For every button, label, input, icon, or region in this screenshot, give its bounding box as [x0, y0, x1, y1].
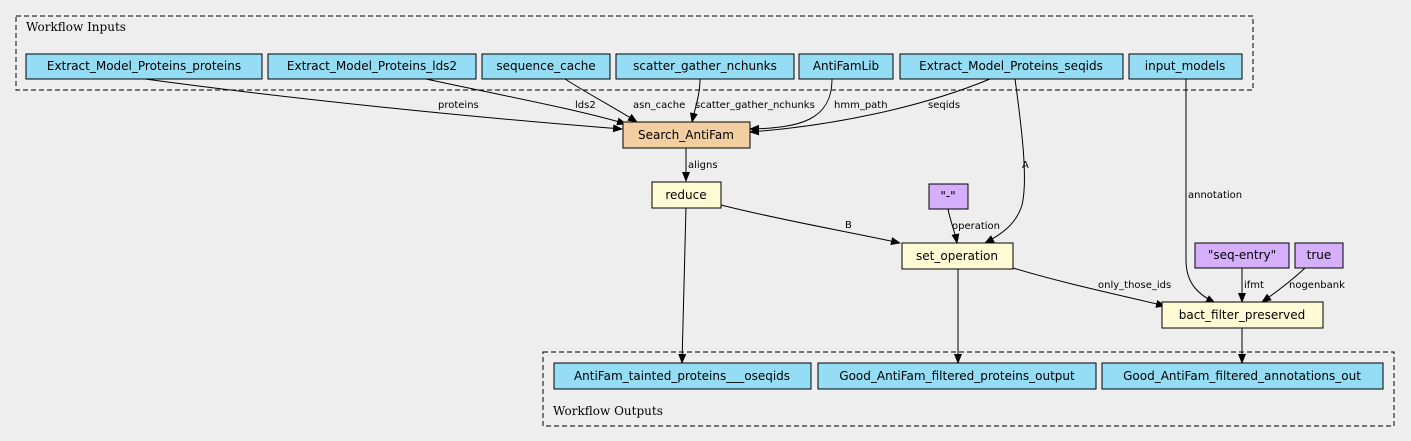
workflow-outputs-label: Workflow Outputs	[553, 404, 663, 418]
node-label: AntiFam_tainted_proteins___oseqids	[574, 369, 790, 383]
node-reduce[interactable]: reduce	[651, 181, 722, 209]
edge-label-annotation: annotation	[1188, 190, 1242, 201]
node-label: bact_filter_preserved	[1179, 308, 1306, 322]
edge-operation	[947, 208, 960, 244]
node-input-models[interactable]: input_models	[1128, 53, 1243, 80]
node-good-antifam-filtered-proteins-output[interactable]: Good_AntiFam_filtered_proteins_output	[817, 362, 1097, 390]
edge-proteins	[144, 78, 623, 133]
node-label: Search_AntiFam	[638, 128, 734, 142]
node-label: Extract_Model_Proteins_seqids	[919, 59, 1103, 73]
edge-annotation	[1185, 79, 1216, 304]
edge-label-lds2: lds2	[575, 100, 596, 111]
node-good-antifam-filtered-annotations-out[interactable]: Good_AntiFam_filtered_annotations_out	[1101, 362, 1384, 390]
node-label: Good_AntiFam_filtered_proteins_output	[839, 369, 1075, 383]
edge-hmm-path	[749, 78, 833, 133]
node-extract-model-proteins-lds2[interactable]: Extract_Model_Proteins_lds2	[267, 53, 477, 80]
edge-a	[984, 78, 1025, 244]
node-extract-model-proteins-proteins[interactable]: Extract_Model_Proteins_proteins	[25, 53, 263, 80]
edge-label-scatter-gather: scatter_gather_nchunks	[695, 100, 815, 111]
node-constant-true[interactable]: true	[1294, 242, 1344, 269]
node-label: set_operation	[916, 249, 998, 263]
edge-only-those-ids	[1012, 267, 1166, 308]
edge-label-seqids: seqids	[928, 100, 960, 111]
edge-label-operation: operation	[952, 221, 1000, 232]
edge-label-hmm-path: hmm_path	[834, 100, 888, 111]
edge-label-nogenbank: nogenbank	[1289, 280, 1345, 291]
edge-scatter-gather	[689, 78, 701, 123]
node-constant-seq-entry[interactable]: "seq-entry"	[1194, 242, 1290, 269]
workflow-outputs-cluster: Workflow Outputs	[542, 351, 1395, 427]
edge-label-aligns: aligns	[688, 160, 718, 171]
edge-lds2	[425, 78, 627, 126]
edge-nogenbank	[1261, 267, 1306, 303]
edge-label-ifmt: ifmt	[1244, 280, 1264, 291]
edge-to-tainted	[678, 206, 687, 364]
workflow-inputs-cluster: Workflow Inputs	[15, 15, 1254, 91]
node-label: AntiFamLib	[813, 59, 879, 73]
node-label: Extract_Model_Proteins_lds2	[287, 59, 457, 73]
node-label: input_models	[1145, 59, 1225, 73]
node-set-operation[interactable]: set_operation	[901, 242, 1014, 270]
node-extract-model-proteins-seqids[interactable]: Extract_Model_Proteins_seqids	[899, 53, 1124, 80]
edge-label-asn-cache: asn_cache	[633, 100, 685, 111]
node-label: sequence_cache	[496, 59, 595, 73]
node-search-antifam[interactable]: Search_AntiFam	[622, 121, 751, 149]
edge-b	[720, 204, 901, 245]
node-label: "seq-entry"	[1208, 248, 1276, 262]
edge-seqids	[749, 78, 991, 136]
workflow-inputs-label: Workflow Inputs	[26, 20, 126, 34]
node-sequence-cache[interactable]: sequence_cache	[481, 53, 611, 80]
node-antifam-tainted-proteins-oseqids[interactable]: AntiFam_tainted_proteins___oseqids	[553, 362, 812, 390]
edge-labels: proteins lds2 asn_cache scatter_gather_n…	[438, 100, 1345, 291]
edge-label-a: A	[1022, 160, 1029, 171]
edge-label-proteins: proteins	[438, 100, 479, 111]
edges	[144, 78, 1306, 364]
node-label: scatter_gather_nchunks	[633, 59, 777, 73]
node-scatter-gather-nchunks[interactable]: scatter_gather_nchunks	[615, 53, 795, 80]
edge-label-only-those-ids: only_those_ids	[1098, 280, 1171, 291]
node-bact-filter-preserved[interactable]: bact_filter_preserved	[1161, 301, 1324, 329]
node-label: "-"	[940, 189, 955, 203]
edge-asn-cache	[564, 78, 638, 123]
node-antifamlib[interactable]: AntiFamLib	[798, 53, 894, 80]
edge-label-b: B	[845, 220, 852, 231]
node-label: Extract_Model_Proteins_proteins	[47, 59, 241, 73]
node-constant-dash[interactable]: "-"	[928, 183, 969, 210]
node-label: Good_AntiFam_filtered_annotations_out	[1123, 369, 1361, 383]
node-label: reduce	[665, 188, 706, 202]
node-label: true	[1307, 248, 1332, 262]
